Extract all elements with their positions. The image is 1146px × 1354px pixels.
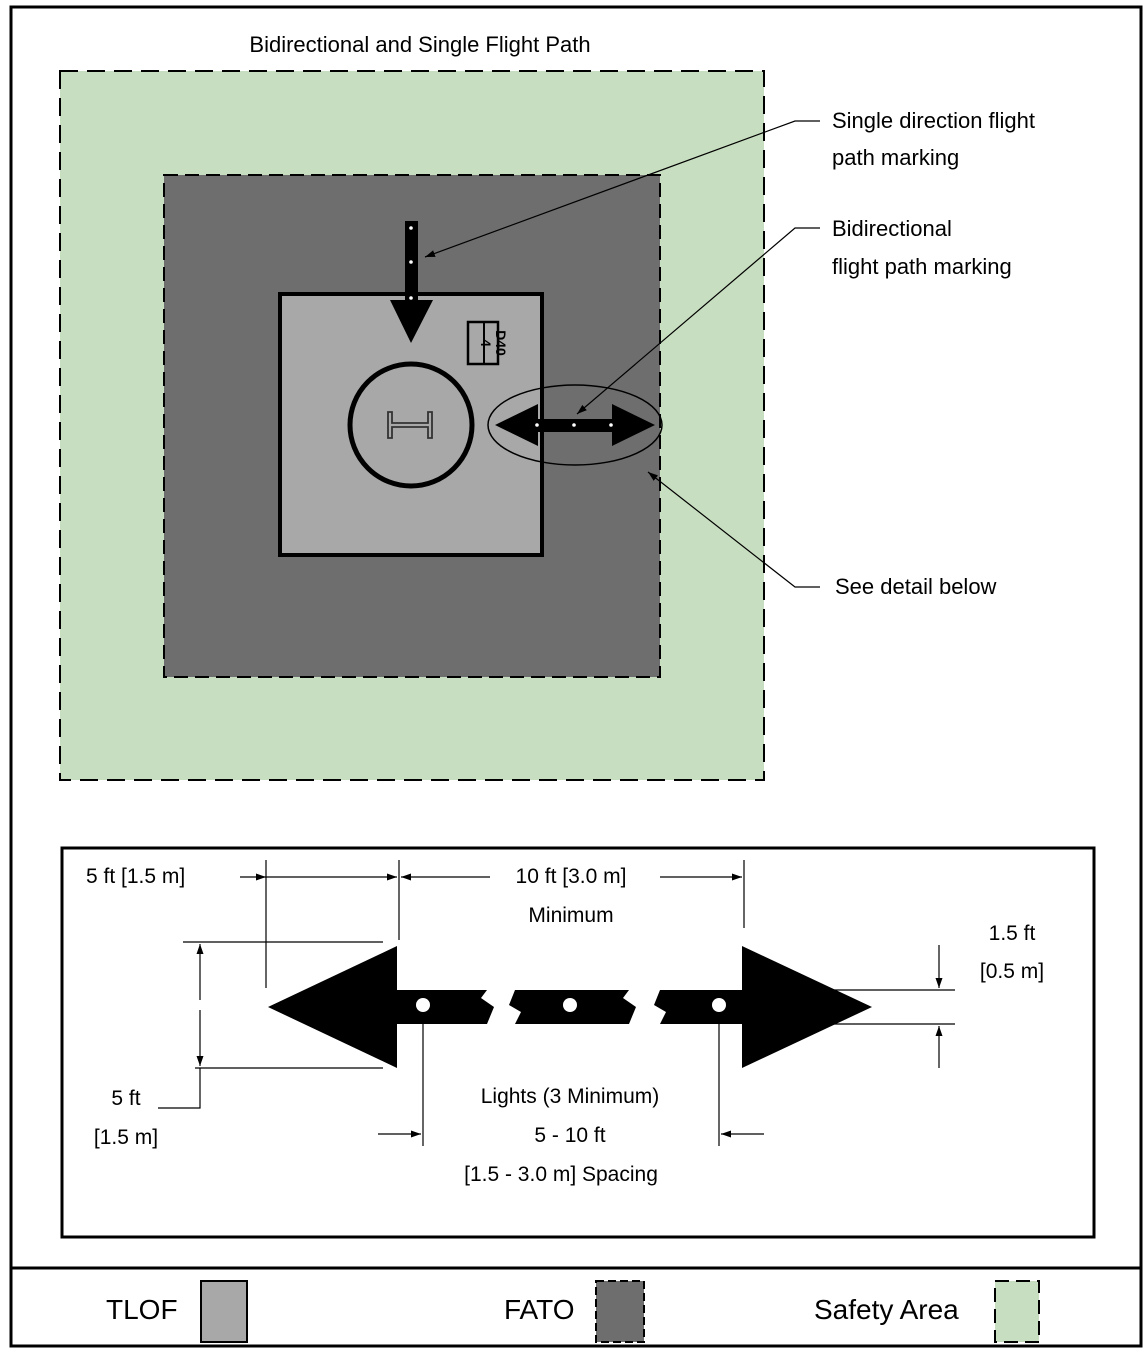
detail-ellipse — [487, 384, 663, 466]
weight-label: 4 — [478, 339, 494, 347]
dim-center-label-line2: Minimum — [528, 904, 613, 927]
lights-label-line3: [1.5 - 3.0 m] Spacing — [464, 1163, 658, 1186]
lights-label-line2: 5 - 10 ft — [534, 1124, 605, 1147]
diagram-title: Bidirectional and Single Flight Path — [249, 32, 590, 57]
legend-tlof: TLOF — [106, 1280, 248, 1343]
extension-lines — [183, 860, 955, 1146]
legend-safety-area-label: Safety Area — [814, 1294, 959, 1325]
single-direction-label-line2: path marking — [832, 145, 959, 170]
single-direction-leader — [424, 120, 820, 258]
touchdown-circle — [347, 361, 475, 489]
see-detail-label: See detail below — [835, 574, 997, 599]
legend-fato: FATO — [504, 1280, 645, 1343]
detail-arrow — [268, 946, 872, 1068]
light-3 — [712, 998, 726, 1012]
size-marker: 4 D40 — [466, 320, 509, 366]
legend-tlof-label: TLOF — [106, 1294, 178, 1325]
light-1 — [416, 998, 430, 1012]
light-2 — [563, 998, 577, 1012]
legend-fato-swatch — [595, 1280, 645, 1343]
legend-fato-label: FATO — [504, 1294, 575, 1325]
dim-center-label-line1: 10 ft [3.0 m] — [516, 865, 627, 888]
bidirectional-leader — [576, 227, 820, 415]
legend-safety-area-swatch — [994, 1280, 1040, 1343]
detail-panel — [60, 846, 1096, 1239]
single-direction-label-line1: Single direction flight — [832, 108, 1035, 133]
single-direction-arrow — [390, 221, 433, 343]
dim-height-label-line2: [1.5 m] — [94, 1126, 158, 1149]
outer-frame — [9, 5, 1143, 1348]
lights-label-line1: Lights (3 Minimum) — [481, 1085, 660, 1108]
dim-height-label-line1: 5 ft — [111, 1087, 140, 1110]
h-marking — [387, 411, 433, 439]
legend-tlof-swatch — [200, 1280, 248, 1343]
bidirectional-label-line1: Bidirectional — [832, 216, 952, 241]
dim-left-label: 5 ft [1.5 m] — [86, 865, 185, 888]
detail-leader — [647, 471, 820, 588]
dim-right-label-line2: [0.5 m] — [980, 960, 1044, 983]
bidirectional-arrow — [495, 404, 655, 446]
dimension-arrows — [158, 873, 943, 1138]
dim-right-label-line1: 1.5 ft — [989, 922, 1036, 945]
legend-safety-area: Safety Area — [814, 1280, 1040, 1343]
bidirectional-label-line2: flight path marking — [832, 254, 1012, 279]
d-value-label: D40 — [493, 330, 509, 356]
